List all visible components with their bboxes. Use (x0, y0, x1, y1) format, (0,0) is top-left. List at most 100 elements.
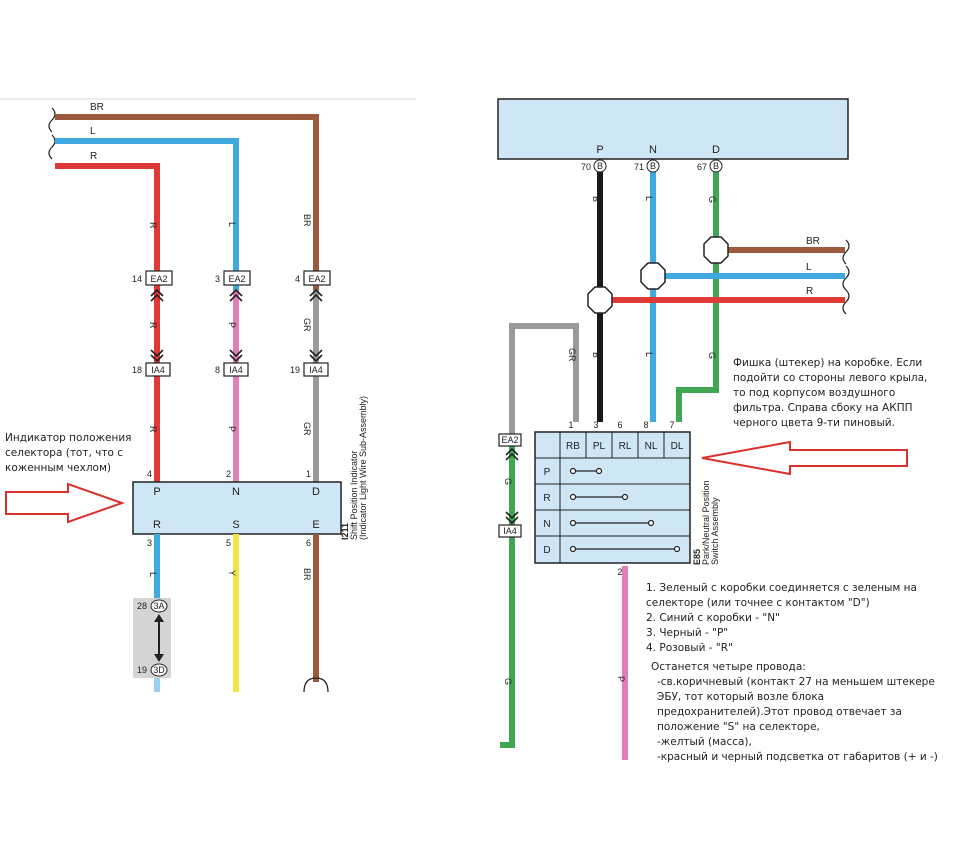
pin-number: 8 (643, 420, 648, 430)
wire-code-br: BR (302, 568, 312, 581)
wire-break-icon (48, 107, 56, 133)
component-pin-label: N (232, 486, 240, 498)
pin-number: 4 (295, 274, 300, 284)
switch-column-label: RB (566, 441, 580, 452)
connector-label: IA4 (229, 365, 243, 375)
ecu-pin-badge-label: B (713, 161, 719, 171)
connector-ia4 (498, 524, 522, 538)
pin-number: 67 (697, 162, 707, 172)
pin-number: 7 (669, 420, 674, 430)
component-subname: (Indicator Light Wire Sub-Assembly) (358, 396, 368, 540)
pin-number: 3 (593, 420, 598, 430)
component-subname: Switch Assembly (710, 497, 720, 565)
wire-code-p: P (616, 676, 626, 682)
wire-code-g: G (707, 196, 717, 203)
switch-row-label: D (543, 545, 550, 556)
connector-ia4 (223, 362, 249, 377)
wire-break-icon (842, 239, 850, 265)
component-name: Park/Neutral Position (701, 480, 711, 565)
annotation-line: Индикатор положения (5, 432, 131, 444)
wire-label-l: L (806, 262, 812, 273)
continuity-links (569, 467, 681, 553)
pin-number: 71 (634, 162, 644, 172)
junction-label: 3A (153, 601, 164, 611)
annotation-line: Фишка (штекер) на коробке. Если (733, 357, 922, 369)
wire-br (55, 114, 319, 300)
wire-code-l: L (227, 222, 237, 227)
connector-label: EA2 (228, 274, 245, 284)
note-line: 4. Розовый - "R" (646, 642, 733, 654)
junction-block (133, 598, 171, 678)
wire-code-l: L (644, 352, 654, 357)
wire-label-br: BR (806, 236, 820, 247)
pin-number: 28 (137, 601, 147, 611)
pin-number: 8 (215, 365, 220, 375)
pin-number: 5 (226, 538, 231, 548)
connector-ia4 (145, 362, 171, 377)
connector-label: IA4 (309, 365, 323, 375)
wire-g (676, 172, 719, 422)
arrow-up-icon (154, 614, 164, 622)
ecu-pin-badge (709, 159, 723, 173)
wire-code-b: B (591, 352, 601, 358)
switch-column-label: RL (619, 441, 632, 452)
pin-number: 2 (226, 469, 231, 479)
pin-number: 14 (132, 274, 142, 284)
wire-code-l: L (644, 196, 654, 201)
pin-number: 3 (147, 538, 152, 548)
ecu-pin-badge-label: B (597, 161, 603, 171)
note-line: положение "S" на селекторе, (657, 721, 820, 733)
component-name: Shift Position Indicator (349, 450, 359, 540)
switch-column-label: NL (645, 441, 658, 452)
junction-terminal (150, 599, 168, 613)
pin-number: 18 (132, 365, 142, 375)
wire-code-y: Y (227, 570, 237, 576)
wire-code-r: R (148, 426, 158, 433)
connector-ia4 (303, 362, 329, 377)
arrow-down-icon (154, 654, 164, 662)
note-line: 3. Черный - "P" (646, 627, 728, 639)
note-line: селекторе (или точнее с контактом "D") (646, 597, 870, 609)
component-pin-label: S (232, 519, 239, 531)
pin-number: 19 (137, 665, 147, 675)
connector-ea2 (223, 270, 251, 286)
connector-label: IA4 (151, 365, 165, 375)
left-diagram: BR L R R L BR EA2 EA2 EA2 14 3 4 R P (0, 98, 416, 693)
switch-row-label: R (543, 493, 550, 504)
pin-number: 70 (581, 162, 591, 172)
ground-symbol-icon (303, 677, 329, 693)
wire-label-r: R (806, 286, 813, 297)
wire-g-left (500, 445, 515, 748)
wire-code-gr: GR (302, 318, 312, 332)
pin-number: 3 (215, 274, 220, 284)
annotation-line: фильтра. Справа сбоку на АКПП (733, 402, 912, 414)
wire-code-g: G (707, 352, 717, 359)
component-pin-label: R (153, 519, 161, 531)
note-line: Останется четыре провода: (651, 661, 806, 673)
connector-label: EA2 (501, 435, 518, 445)
wire-code-p: P (227, 322, 237, 328)
connector-label: IA4 (503, 526, 517, 536)
note-line: -красный и черный подсветка от габаритов… (657, 751, 938, 763)
wire-break-icon (842, 265, 850, 291)
note-line: 2. Синий с коробки - "N" (646, 612, 780, 624)
wire-label-r: R (90, 151, 97, 162)
ecu-pin-label: D (712, 144, 720, 156)
splice-point-icon (587, 286, 613, 314)
component-id: I211 (340, 523, 350, 540)
wire-label-l: L (90, 126, 96, 137)
pin-number: 19 (290, 365, 300, 375)
wire-code-r: R (148, 222, 158, 229)
wire-code-r: R (148, 322, 158, 329)
switch-column-label: PL (593, 441, 606, 452)
shift-position-indicator-box (132, 481, 342, 535)
component-id: E85 (692, 549, 702, 565)
switch-row-label: N (543, 519, 550, 530)
splice-point-icon (640, 262, 666, 290)
wire-break-icon (48, 134, 56, 160)
ecu-pin-label: P (596, 144, 603, 156)
right-diagram: P N D BR L R B B B 70 71 67 B (497, 98, 938, 763)
ecu-box (497, 98, 849, 160)
note-line: -желтый (масса), (657, 736, 752, 748)
